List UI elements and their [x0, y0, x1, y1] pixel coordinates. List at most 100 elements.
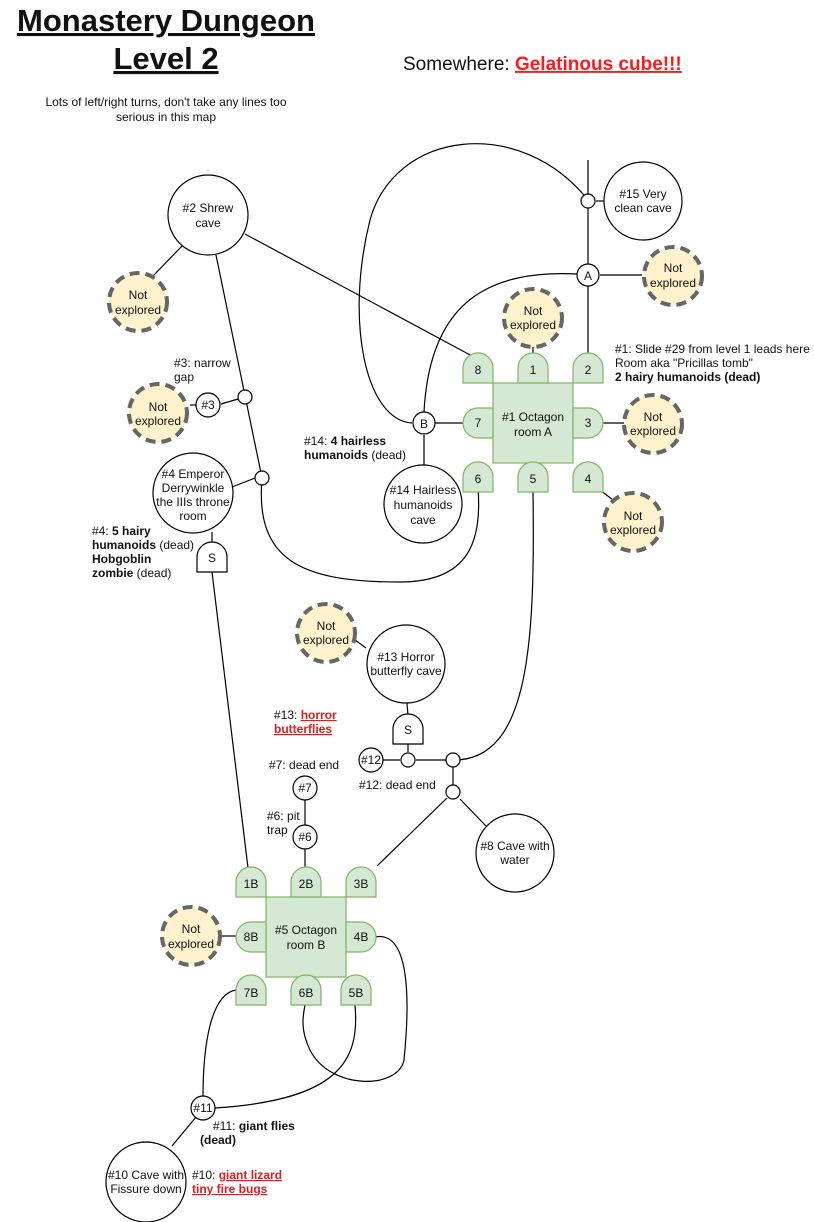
cave-fissure: #10 Cave with Fissure down	[105, 1141, 187, 1222]
svg-text:#14: 4 hairless: #14: 4 hairless	[304, 434, 386, 448]
note-horror-butterflies: #13: horror butterflies	[274, 708, 337, 736]
svg-text:3: 3	[585, 416, 592, 430]
svg-text:#8 Cave with: #8 Cave with	[480, 839, 549, 853]
svg-text:A: A	[584, 269, 592, 283]
door-a-8: 8	[462, 352, 494, 384]
door-a-7: 7	[462, 407, 494, 439]
door-b-6b: 6B	[290, 974, 322, 1006]
door-b-2b: 2B	[290, 866, 322, 898]
svg-text:3B: 3B	[354, 877, 369, 891]
door-b-1b: 1B	[235, 866, 267, 898]
room-b-label-1: #5 Octagon	[275, 923, 337, 937]
room-b-body	[265, 896, 347, 978]
svg-text:8B: 8B	[244, 930, 259, 944]
svg-text:#10: giant lizard: #10: giant lizard	[192, 1168, 282, 1182]
svg-text:the IIIs throne: the IIIs throne	[156, 495, 230, 509]
secret-door-horror: S	[392, 713, 424, 745]
note-fissure-cave: #10: giant lizard tiny fire bugs	[192, 1168, 282, 1196]
path-emperor-junction	[231, 477, 256, 488]
svg-text:explored: explored	[510, 318, 556, 332]
svg-text:#13 Horror: #13 Horror	[377, 650, 434, 664]
svg-text:2: 2	[585, 363, 592, 377]
svg-text:#11: giant flies: #11: giant flies	[213, 1119, 295, 1133]
path-4b-6b	[302, 936, 408, 1082]
svg-text:#11: #11	[193, 1101, 212, 1115]
door-a-4: 4	[572, 461, 604, 493]
door-b-5b: 5B	[340, 974, 372, 1006]
room-a-label-1: #1 Octagon	[502, 410, 564, 424]
svg-text:cave: cave	[195, 216, 221, 230]
junction-water	[445, 784, 461, 800]
note-pit-trap: #6: pit trap	[267, 809, 300, 837]
svg-text:#3: narrow: #3: narrow	[174, 356, 231, 370]
svg-text:1B: 1B	[244, 877, 259, 891]
svg-text:#2 Shrew: #2 Shrew	[183, 201, 234, 215]
svg-text:explored: explored	[115, 303, 161, 317]
cave-water: #8 Cave with water	[475, 813, 555, 893]
junction-narrow-gap	[237, 389, 253, 405]
junction-b: B	[412, 411, 436, 435]
svg-text:2B: 2B	[299, 877, 314, 891]
not-explored-a: Not explored	[642, 245, 704, 307]
door-b-8b: 8B	[235, 921, 267, 953]
svg-text:1: 1	[530, 363, 537, 377]
door-a-3: 3	[572, 407, 604, 439]
node-n6: #6	[292, 824, 318, 850]
title-line2: Level 2	[113, 41, 218, 76]
svg-text:5B: 5B	[349, 986, 364, 1000]
junction-emperor	[254, 470, 270, 486]
svg-text:S: S	[208, 551, 216, 565]
node-n11: #11	[190, 1095, 216, 1121]
svg-text:4: 4	[585, 472, 592, 486]
svg-text:explored: explored	[650, 276, 696, 290]
path-to-3b	[376, 797, 448, 867]
svg-text:tiny fire bugs: tiny fire bugs	[192, 1182, 268, 1196]
svg-text:humanoids (dead): humanoids (dead)	[92, 538, 194, 552]
svg-text:2 hairy humanoids (dead): 2 hairy humanoids (dead)	[615, 370, 760, 384]
path-shrew-door8	[244, 233, 473, 357]
junction-door5	[445, 752, 461, 768]
svg-text:Not: Not	[149, 400, 168, 414]
path-n11-fissure	[171, 1116, 197, 1147]
svg-text:Not: Not	[644, 410, 663, 424]
svg-text:6B: 6B	[299, 986, 314, 1000]
octagon-room-b: #5 Octagon room B	[265, 896, 347, 978]
note-room-1: #1: Slide #29 from level 1 leads here Ro…	[615, 342, 810, 384]
note-hairless: #14: 4 hairless humanoids (dead)	[304, 434, 406, 462]
secret-door-emperor: S	[196, 541, 228, 573]
door-b-3b: 3B	[345, 866, 377, 898]
svg-text:4B: 4B	[354, 930, 369, 944]
node-n3: #3	[195, 392, 221, 418]
svg-text:#6: pit: #6: pit	[267, 809, 300, 823]
door-b-7b: 7B	[235, 974, 267, 1006]
note-dead-end-12: #12: dead end	[359, 778, 436, 792]
note-giant-flies: #11: giant flies (dead)	[200, 1119, 295, 1147]
svg-text:explored: explored	[168, 937, 214, 951]
svg-text:zombie (dead): zombie (dead)	[92, 566, 171, 580]
not-explored-door3: Not explored	[622, 393, 684, 455]
door-a-1: 1	[517, 352, 549, 384]
door-b-4b: 4B	[345, 921, 377, 953]
svg-text:Not: Not	[664, 261, 683, 275]
svg-text:Not: Not	[317, 619, 336, 633]
svg-text:#12: #12	[361, 753, 381, 767]
svg-text:humanoids: humanoids	[394, 498, 453, 512]
note-dead-end-7: #7: dead end	[269, 758, 339, 772]
svg-text:6: 6	[475, 472, 482, 486]
svg-text:#4 Emperor: #4 Emperor	[162, 467, 225, 481]
not-explored-narrow-gap: Not explored	[127, 382, 189, 444]
svg-text:explored: explored	[630, 424, 676, 438]
svg-text:#15 Very: #15 Very	[619, 187, 666, 201]
svg-text:8: 8	[475, 363, 482, 377]
cave-hairless: #14 Hairless humanoids cave	[383, 464, 463, 544]
note-narrow-gap: #3: narrow gap	[174, 356, 231, 384]
path-b-arc-top	[358, 143, 589, 424]
path-shrew-south	[215, 254, 263, 479]
svg-text:S: S	[404, 723, 412, 737]
svg-text:#13: horror: #13: horror	[274, 708, 337, 722]
path-to-water	[459, 798, 487, 827]
path-horror-unexplored	[354, 639, 367, 649]
cave-very-clean: #15 Very clean cave	[603, 161, 683, 241]
svg-text:#1: Slide #29 from level 1 lea: #1: Slide #29 from level 1 leads here	[615, 342, 810, 356]
not-explored-shrew: Not explored	[107, 271, 169, 333]
